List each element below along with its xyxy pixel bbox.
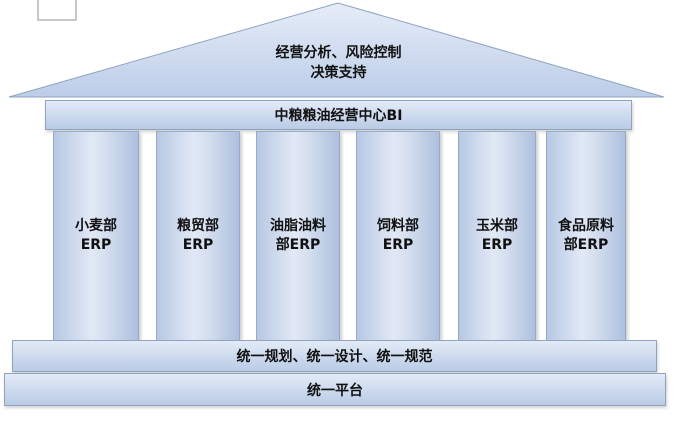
base-lower-label: 统一平台 <box>307 382 363 399</box>
roof-triangle <box>8 2 665 98</box>
base-lower-band: 统一平台 <box>4 373 666 406</box>
column-corn: 玉米部 ERP <box>458 131 536 341</box>
column-label: 油脂油料 部ERP <box>270 218 326 253</box>
column-feed: 饲料部 ERP <box>356 131 440 341</box>
column-label: 玉米部 ERP <box>476 218 518 253</box>
column-label: 食品原料 部ERP <box>558 218 614 253</box>
column-label: 饲料部 ERP <box>377 218 419 253</box>
bi-band: 中粮粮油经营中心BI <box>45 100 632 130</box>
roof-text-line1: 经营分析、风险控制 <box>275 45 402 61</box>
column-oils: 油脂油料 部ERP <box>256 131 340 341</box>
column-grain-trade: 粮贸部 ERP <box>156 131 240 341</box>
column-label: 粮贸部 ERP <box>177 218 219 253</box>
bi-band-label: 中粮粮油经营中心BI <box>274 108 403 124</box>
column-food-materials: 食品原料 部ERP <box>546 131 626 341</box>
roof <box>8 2 665 98</box>
column-label: 小麦部 ERP <box>75 218 117 253</box>
base-upper-label: 统一规划、统一设计、统一规范 <box>236 349 433 365</box>
roof-text-line2: 决策支持 <box>310 65 367 81</box>
corner-box <box>37 0 77 21</box>
column-wheat: 小麦部 ERP <box>53 131 139 341</box>
base-upper-band: 统一规划、统一设计、统一规范 <box>12 340 657 372</box>
